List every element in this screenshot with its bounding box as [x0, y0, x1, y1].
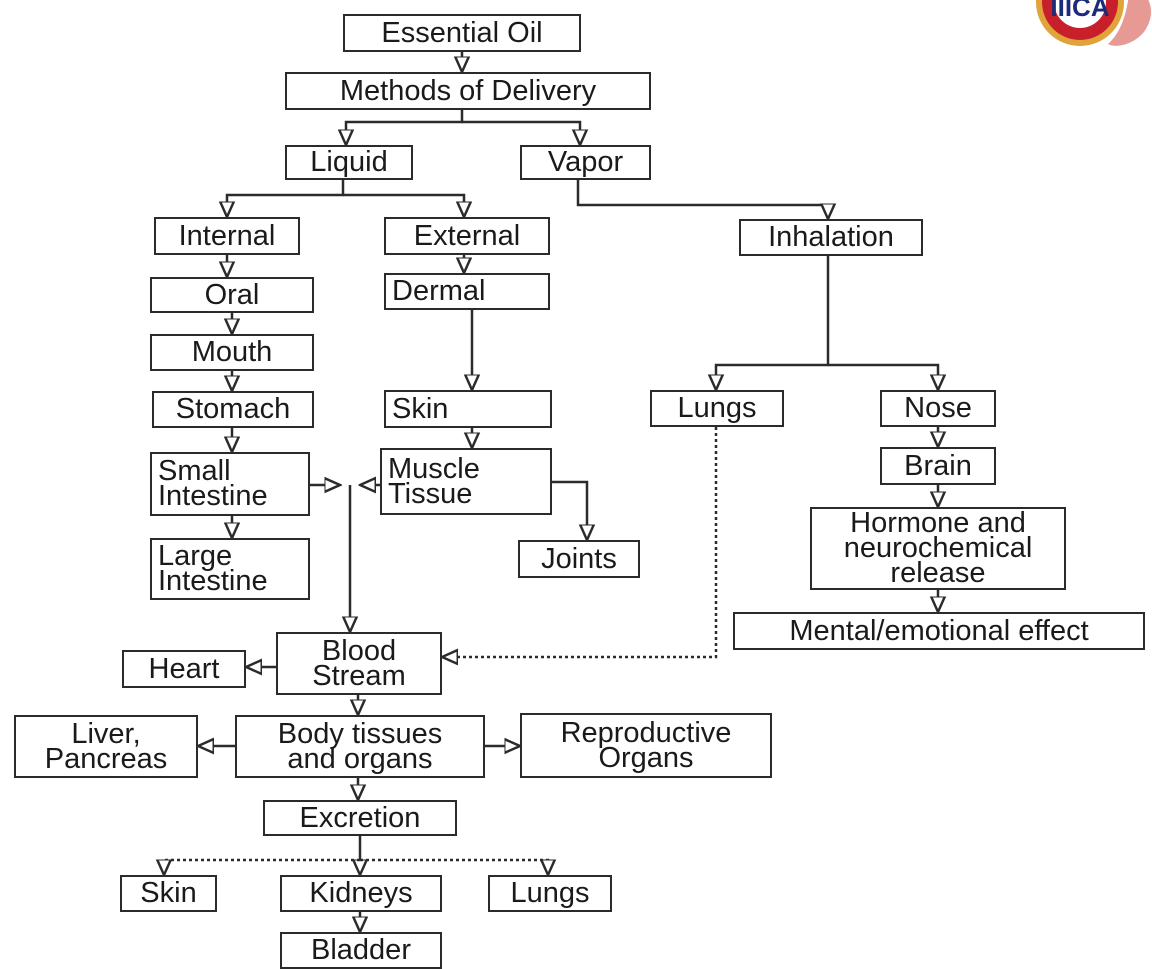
node-oral: Oral: [150, 277, 314, 313]
node-stomach: Stomach: [152, 391, 314, 428]
node-mental-effect: Mental/emotional effect: [733, 612, 1145, 650]
node-lungs-inhalation: Lungs: [650, 390, 784, 427]
node-skin-excretion: Skin: [120, 875, 217, 912]
node-bladder: Bladder: [280, 932, 442, 969]
node-inhalation: Inhalation: [739, 219, 923, 256]
node-small-intestine: Small Intestine: [150, 452, 310, 516]
node-dermal: Dermal: [384, 273, 550, 310]
node-skin-dermal: Skin: [384, 390, 552, 428]
node-vapor: Vapor: [520, 145, 651, 180]
edge-muscle-joints: [552, 480, 587, 540]
edge-inhal-split: [716, 256, 830, 390]
node-hormone-release: Hormone and neurochemical release: [810, 507, 1066, 590]
node-heart: Heart: [122, 650, 246, 688]
node-mouth: Mouth: [150, 334, 314, 371]
edge-vapor-inhal: [576, 180, 828, 219]
edge-lungs-blood: [442, 427, 718, 657]
node-kidneys: Kidneys: [280, 875, 442, 912]
iiica-logo: IIICA: [1036, 0, 1152, 46]
edge-excr-skin: [164, 858, 360, 875]
node-blood-stream: Blood Stream: [276, 632, 442, 695]
node-large-intestine: Large Intestine: [150, 538, 310, 600]
edge-liquid-external: [343, 193, 464, 217]
edge-liquid-internal: [227, 180, 345, 217]
node-essential-oil: Essential Oil: [343, 14, 581, 52]
node-brain: Brain: [880, 447, 996, 485]
logo-text: IIICA: [1050, 0, 1109, 22]
edge-methods-split: [346, 110, 464, 145]
node-liver-pancreas: Liver, Pancreas: [14, 715, 198, 778]
edge-methods-vapor: [462, 120, 580, 145]
node-nose: Nose: [880, 390, 996, 427]
node-muscle-tissue: Muscle Tissue: [380, 448, 552, 515]
node-liquid: Liquid: [285, 145, 413, 180]
node-reproductive-organs: Reproductive Organs: [520, 713, 772, 778]
node-methods-of-delivery: Methods of Delivery: [285, 72, 651, 110]
node-external: External: [384, 217, 550, 255]
node-lungs-excretion: Lungs: [488, 875, 612, 912]
edge-excr-lungs: [360, 858, 548, 875]
node-joints: Joints: [518, 540, 640, 578]
node-body-tissues: Body tissues and organs: [235, 715, 485, 778]
node-excretion: Excretion: [263, 800, 457, 836]
edge-inhal-nose: [828, 363, 938, 390]
node-internal: Internal: [154, 217, 300, 255]
